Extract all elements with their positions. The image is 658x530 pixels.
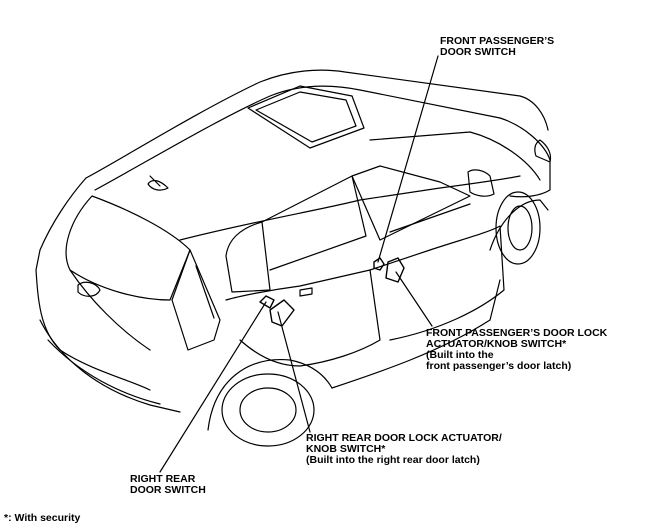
- rear-door-outline: [225, 269, 381, 367]
- roof-antenna: [147, 175, 169, 191]
- rr-actuator-part: [269, 299, 295, 327]
- label-right-rear-door-switch: RIGHT REAR DOOR SWITCH: [130, 473, 206, 496]
- front-door-outline: [369, 225, 505, 341]
- rear-emblem: [77, 281, 101, 297]
- front-wheel-arch: [489, 199, 549, 251]
- front-wheel: [495, 191, 541, 265]
- sunroof-panel: [247, 85, 365, 149]
- windshield: [369, 131, 541, 181]
- rear-door-window: [225, 221, 271, 293]
- rear-bumper: [39, 319, 181, 413]
- leader-rr-switch: [159, 301, 267, 473]
- side-mirror: [467, 169, 495, 197]
- label-right-rear-door-lock-actuator: RIGHT REAR DOOR LOCK ACTUATOR/ KNOB SWIT…: [306, 432, 502, 466]
- rear-wheel-arch: [207, 358, 333, 431]
- leader-fp-switch: [377, 55, 439, 263]
- rear-light: [171, 249, 221, 351]
- rear-license-area: [69, 269, 151, 351]
- roof-inner-line: [94, 85, 501, 191]
- label-front-passenger-door-lock-actuator: FRONT PASSENGER’S DOOR LOCK ACTUATOR/KNO…: [426, 327, 608, 372]
- front-door-window: [351, 165, 471, 241]
- fp-actuator-part: [385, 257, 405, 283]
- label-front-passenger-door-switch: FRONT PASSENGER’S DOOR SWITCH: [440, 35, 555, 58]
- rr-door-switch-part: [259, 295, 275, 309]
- rear-wheel: [221, 373, 315, 447]
- roof-outline: [85, 69, 549, 179]
- rear-window: [65, 195, 191, 301]
- footnote: *: With security: [4, 512, 81, 524]
- rocker-panel: [331, 279, 501, 389]
- leader-rr-actuator: [277, 311, 311, 433]
- leader-fp-actuator: [395, 271, 433, 327]
- rear-door-handle: [299, 287, 313, 297]
- rear-hatch-outline: [35, 177, 151, 391]
- hood-front: [534, 139, 552, 163]
